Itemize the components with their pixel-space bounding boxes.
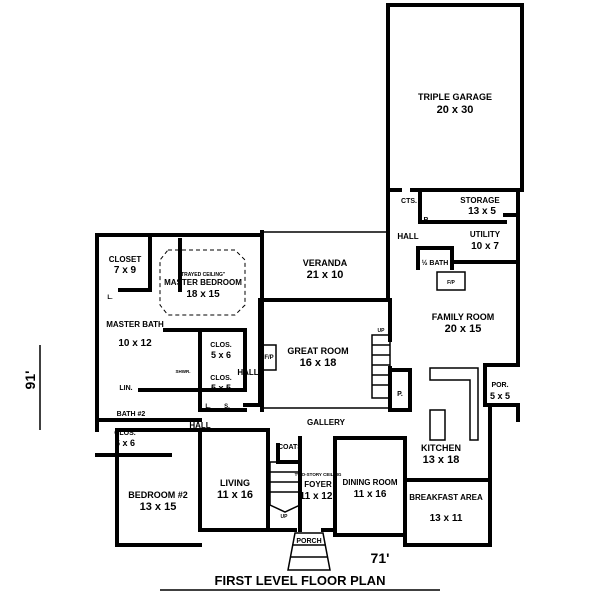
room-name: FOYER [304,480,332,489]
fireplace-label: F/P [264,355,273,361]
room-note: TWO-STORY CEILING [295,472,342,477]
linen-label: L. [107,295,113,301]
room-name: LIN. [119,385,132,392]
room-size: 10 x 12 [118,338,152,349]
room-name: GREAT ROOM [287,346,348,356]
width-dimension: 71' [371,550,390,566]
walls [39,3,524,591]
room-name: DINING ROOM [342,478,397,487]
room-size: 5 x 5 [211,383,231,393]
room-size: 18 x 15 [186,289,220,300]
room-name: BATH #2 [117,411,146,418]
room-size: 7 x 9 [114,265,137,276]
room-name: HALL [237,368,258,377]
room-name: CLOS. [210,375,231,382]
linen-label: L. [205,404,211,410]
room-size: 6 x 6 [115,438,135,448]
room-size: 13 x 18 [423,454,460,466]
room-name: CLOS. [114,430,135,437]
room-size: 20 x 30 [437,104,474,116]
room-name: HALL [189,421,210,430]
room-name: CLOS. [210,342,231,349]
room-size: 10 x 7 [471,241,499,252]
room-size: 11 x 16 [217,489,253,501]
stair-up-label: UP [378,328,386,334]
shower-label: SHWR. [176,369,191,374]
room-name: CLOSET [109,255,142,264]
room-name: ½ BATH [422,259,449,267]
room-name: HALL [397,232,418,241]
room-name: FAMILY ROOM [432,312,495,322]
stair-up-label: UP [281,514,289,520]
room-size: 16 x 18 [300,357,337,369]
plan-title: FIRST LEVEL FLOOR PLAN [215,573,386,588]
storage-label: S. [224,404,230,410]
room-name: MASTER BATH [106,320,164,329]
room-name: MASTER BEDROOM [164,278,242,287]
room-size: 11 x 16 [354,489,387,500]
room-size: 13 x 15 [140,501,177,513]
room-size: 13 x 5 [468,206,496,217]
room-size: 5 x 6 [211,350,231,360]
room-size: 5 x 5 [490,391,510,401]
room-labels: TRIPLE GARAGE 20 x 30 STORAGE 13 x 5 CTS… [106,92,510,545]
room-size: 21 x 10 [307,269,344,281]
room-name: STORAGE [460,196,500,205]
room-name: LIVING [220,478,250,488]
room-name: BEDROOM #2 [128,490,188,500]
room-name: KITCHEN [421,443,461,453]
room-name: B. [424,217,431,224]
room-size: 20 x 15 [445,323,482,335]
room-name: TRIPLE GARAGE [418,92,492,102]
room-name: PORCH [296,538,321,545]
room-name: BREAKFAST AREA [409,493,483,502]
room-name: POR. [491,382,508,389]
room-name: GALLERY [307,418,346,427]
room-name: CTS. [401,198,417,205]
depth-dimension: 91' [22,371,38,390]
room-name: UTILITY [470,230,501,239]
room-name: COATS [278,444,302,451]
room-size: 13 x 11 [430,513,463,524]
room-size: 11 x 12 [300,491,333,502]
pantry-label: P. [397,391,403,398]
fireplace-label: F/P [447,280,455,286]
room-name: VERANDA [303,258,348,268]
room-note: "TRAYED CEILING" [179,272,226,278]
